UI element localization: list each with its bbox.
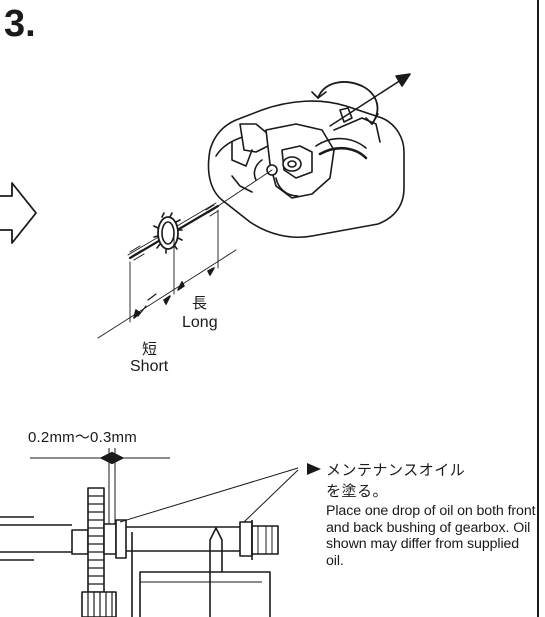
rod-insertion-illustration bbox=[0, 73, 411, 339]
page-border-right bbox=[537, 0, 539, 617]
long-label-jp: 長 bbox=[192, 295, 208, 312]
step-number: 3. bbox=[4, 3, 36, 45]
note-jp-line1: メンテナンスオイル bbox=[326, 462, 466, 479]
short-label-en: Short bbox=[130, 358, 169, 375]
direction-arrow-icon bbox=[0, 182, 37, 244]
gap-dimension-label: 0.2mm〜0.3mm bbox=[28, 429, 137, 446]
note-jp-line2: を塗る。 bbox=[326, 483, 389, 500]
short-label-jp: 短 bbox=[142, 341, 158, 358]
long-label-en: Long bbox=[182, 314, 218, 331]
pointer-triangle-icon bbox=[307, 463, 321, 475]
note-en-text: Place one drop of oil on both front and … bbox=[326, 503, 536, 569]
